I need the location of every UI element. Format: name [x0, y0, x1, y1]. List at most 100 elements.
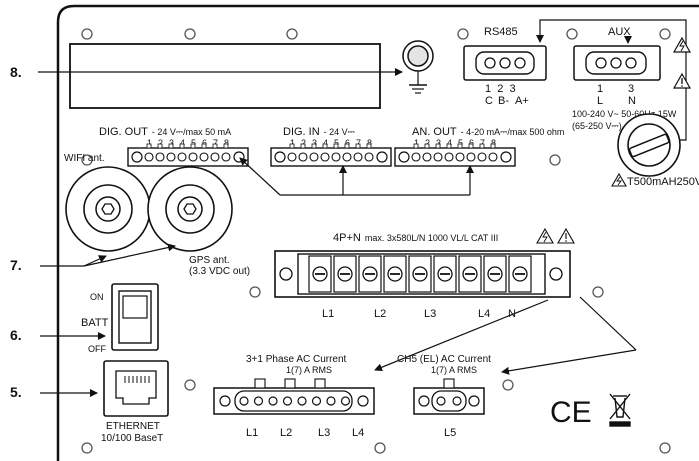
gps-antenna-connector — [147, 166, 233, 252]
terminal-screw — [166, 152, 176, 162]
terminal-screw — [477, 152, 487, 162]
pin-number: 8 — [224, 138, 229, 148]
display-window — [69, 43, 381, 109]
power-line-l2: L2 — [374, 308, 386, 320]
ct-line-l4: L4 — [352, 427, 364, 439]
aux-spec-ac: 100-240 V~ 50-60Hz 15W — [572, 109, 677, 119]
hv-warning-icon — [672, 36, 692, 53]
pin-number: 5 — [191, 138, 196, 148]
ch5-line-l5: L5 — [444, 427, 456, 439]
ct-terminal-pin — [239, 396, 249, 406]
callout-5: 5. — [10, 384, 22, 400]
terminal-screw — [155, 152, 165, 162]
aux-pin-l: L — [597, 95, 603, 107]
caution-warning-icon — [672, 72, 692, 89]
wifi-antenna-connector — [65, 166, 151, 252]
terminal-screw — [188, 152, 198, 162]
ct-terminal-pin — [253, 396, 264, 406]
terminal-screw — [433, 152, 443, 162]
pin-number: 8 — [367, 138, 372, 148]
aux-num-3: 3 — [628, 83, 634, 95]
pin-number: 1 — [414, 138, 419, 148]
dig-out-connector — [127, 143, 249, 167]
ac-current-title: 3+1 Phase AC Current — [246, 354, 347, 365]
pin-number: 7 — [356, 138, 361, 148]
ct-line-l2: L2 — [280, 427, 292, 439]
aux-title: AUX — [608, 26, 631, 38]
terminal-screw — [455, 152, 465, 162]
batt-label: BATT — [81, 317, 109, 329]
fuse-warning-icon — [611, 172, 627, 187]
power-line-l1: L1 — [322, 308, 334, 320]
ac-current-rating: 1(7) A RMS — [286, 365, 332, 375]
terminal-screw — [177, 152, 187, 162]
ch5-title: CH5 (EL) AC Current — [397, 354, 491, 365]
aux-bracket — [539, 19, 687, 141]
ct-line-l1: L1 — [246, 427, 258, 439]
rs485-signal-a: A+ — [515, 95, 529, 107]
ct-terminal-pin — [297, 396, 307, 406]
pin-number: 7 — [213, 138, 218, 148]
rs485-title: RS485 — [484, 26, 518, 38]
power-to-ct-arrow — [374, 299, 549, 372]
power-to-ch5-arrow — [579, 296, 637, 351]
ch5-connector — [413, 378, 485, 415]
rs485-connector — [463, 45, 547, 81]
terminal-screw — [353, 152, 363, 162]
terminal-screw — [488, 152, 498, 162]
pin-number: 2 — [425, 138, 430, 148]
pin-number: 1 — [147, 138, 152, 148]
fuse-label: T500mAH250V — [627, 176, 699, 188]
pin-number: 3 — [169, 138, 174, 148]
callout-8: 8. — [10, 64, 22, 80]
batt-off-label: OFF — [88, 344, 106, 354]
terminal-screw — [422, 152, 432, 162]
aux-connector — [573, 45, 661, 81]
terminal-screw — [320, 152, 330, 162]
ch5-rating: 1(7) A RMS — [431, 365, 477, 375]
ct-terminal-pin — [311, 396, 322, 406]
pin-number: 7 — [480, 138, 485, 148]
aux-spec-dc: (65-250 V⎓) — [572, 121, 622, 131]
ac-current-connector — [213, 378, 375, 415]
ct-terminal-pin — [282, 396, 293, 406]
dig-in-connector — [270, 143, 392, 167]
power-warning-icons — [536, 227, 575, 244]
an-out-title: AN. OUT- 4-20 mA⎓/max 500 ohm — [412, 126, 564, 138]
gps-voltage-label: (3.3 VDC out) — [189, 266, 250, 277]
pin-number: 4 — [447, 138, 452, 148]
batt-switch[interactable] — [111, 283, 159, 351]
pin-number: 6 — [202, 138, 207, 148]
fuse-holder — [617, 113, 681, 177]
pin-number: 6 — [345, 138, 350, 148]
terminal-screw — [331, 152, 341, 162]
pin-number: 3 — [312, 138, 317, 148]
pin-number: 1 — [290, 138, 295, 148]
rs485-pin-numbers: 1 2 3 — [485, 83, 516, 95]
callout-7: 7. — [10, 257, 22, 273]
terminal-screw — [411, 152, 421, 162]
callout-7-to-wifi — [83, 255, 107, 267]
pin-number: 3 — [436, 138, 441, 148]
wifi-label: WIFI ant. — [64, 153, 105, 164]
pin-number: 4 — [323, 138, 328, 148]
an-out-connector — [394, 143, 516, 167]
pin-number: 5 — [458, 138, 463, 148]
weee-bin-icon — [609, 393, 631, 427]
ct-terminal-pin — [326, 396, 336, 406]
ce-mark: CE — [550, 396, 592, 429]
terminal-screw — [199, 152, 209, 162]
ethernet-port — [103, 360, 169, 417]
power-terminal — [274, 250, 571, 298]
callout-6: 6. — [10, 327, 22, 343]
dig-in-title: DIG. IN- 24 V⎓ — [283, 126, 355, 138]
aux-num-1: 1 — [597, 83, 603, 95]
ct-line-l3: L3 — [318, 427, 330, 439]
